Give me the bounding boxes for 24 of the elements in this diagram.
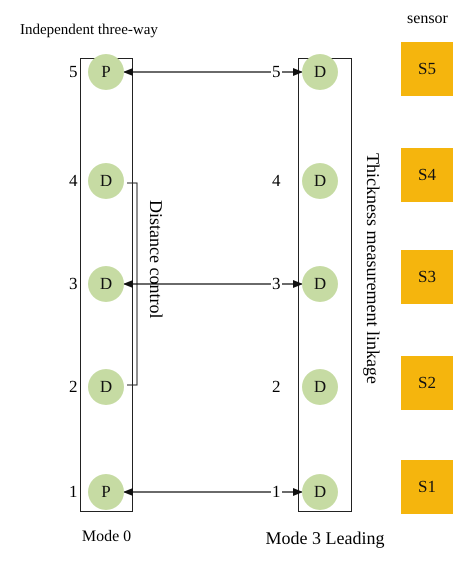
sensor-box: S2 <box>401 356 453 410</box>
circle-node: D <box>88 369 124 405</box>
sensor-box: S3 <box>401 250 453 304</box>
circle-node: D <box>302 266 338 302</box>
circle-node: D <box>88 163 124 199</box>
circle-node: P <box>88 474 124 510</box>
double-arrow <box>123 280 303 288</box>
circle-node: P <box>88 54 124 90</box>
sensor-box: S5 <box>401 42 453 96</box>
double-arrow <box>123 68 303 76</box>
circle-node: D <box>302 474 338 510</box>
column-caption: Mode 0 <box>82 528 132 546</box>
bracket-label: Distance control <box>145 200 166 318</box>
sensor-box: S1 <box>401 460 453 514</box>
column-caption: Mode 3 Leading <box>266 528 384 549</box>
vertical-caption: Thickness measurement linkage <box>362 153 383 384</box>
circle-node: D <box>302 54 338 90</box>
circle-node: D <box>302 163 338 199</box>
heading-text: Independent three-way <box>20 22 158 39</box>
sensor-box: S4 <box>401 148 453 202</box>
double-arrow <box>123 488 303 496</box>
column-heading: sensor <box>407 10 448 28</box>
circle-node: D <box>88 266 124 302</box>
circle-node: D <box>302 369 338 405</box>
